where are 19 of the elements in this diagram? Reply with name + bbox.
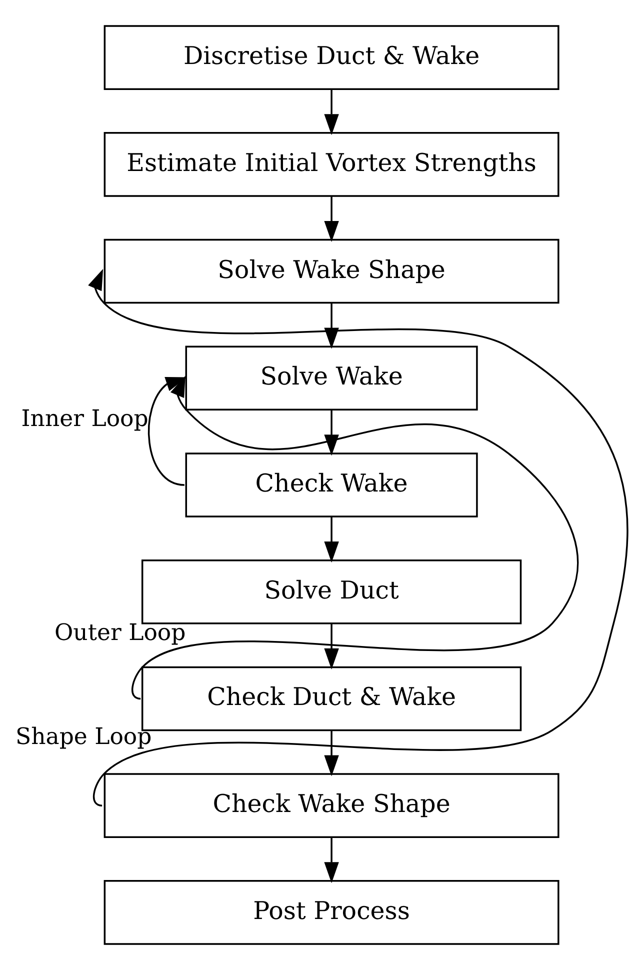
node-box: Post Process bbox=[104, 880, 560, 945]
arrow bbox=[324, 410, 339, 456]
arrow bbox=[324, 730, 339, 776]
arrow bbox=[324, 837, 339, 884]
node-box: Discretise Duct & Wake bbox=[104, 25, 560, 90]
node-box: Solve Wake bbox=[185, 346, 478, 411]
arrow bbox=[324, 516, 339, 563]
node-box: Check Wake bbox=[185, 452, 478, 518]
arrow bbox=[148, 376, 187, 486]
node-box: Estimate Initial Vortex Strengths bbox=[104, 132, 560, 197]
arrow bbox=[88, 268, 628, 806]
node-box: Check Duct & Wake bbox=[141, 666, 522, 732]
node-box: Solve Duct bbox=[141, 559, 522, 624]
node-box: Solve Wake Shape bbox=[104, 238, 560, 304]
node-box: Check Wake Shape bbox=[104, 773, 560, 838]
arrow bbox=[324, 89, 339, 136]
arrow bbox=[324, 624, 339, 670]
edge-label: Inner Loop bbox=[21, 406, 148, 432]
arrow bbox=[324, 196, 339, 242]
